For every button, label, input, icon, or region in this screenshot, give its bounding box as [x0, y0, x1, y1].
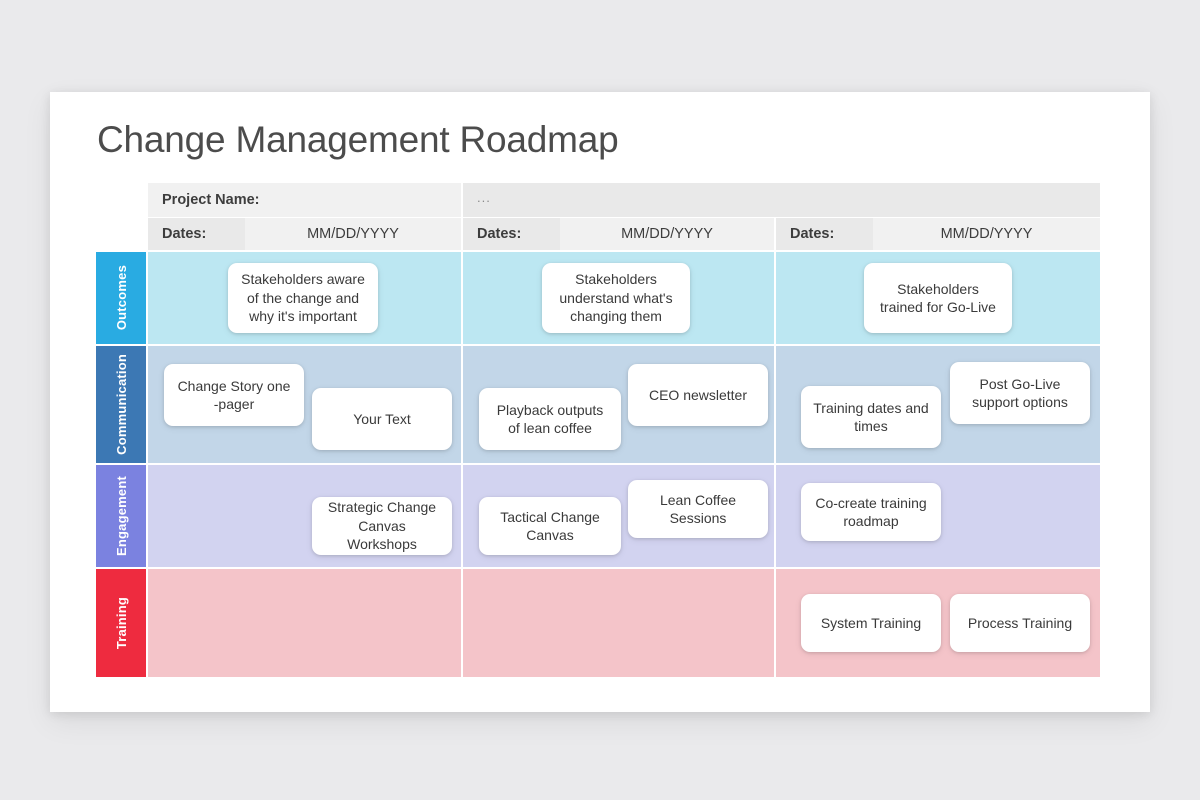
phase-1-cell: [148, 569, 461, 677]
slide-canvas: Change Management Roadmap Project Name: …: [50, 92, 1150, 712]
phase-2-cell: Stakeholders understand what's changing …: [463, 252, 774, 344]
phase-1-dates-value[interactable]: MM/DD/YYYY: [245, 218, 461, 250]
column-divider: [774, 569, 776, 677]
phase-2-cell: Playback outputs of lean coffee CEO news…: [463, 346, 774, 463]
swimlane-label-text: Training: [113, 596, 129, 650]
swimlane-label-text: Outcomes: [113, 265, 129, 331]
roadmap-card[interactable]: Change Story one -pager: [164, 364, 304, 426]
phase-3-dates-group: Dates: MM/DD/YYYY: [776, 218, 1100, 250]
phase-1-dates-group: Dates: MM/DD/YYYY: [148, 218, 461, 250]
column-divider: [461, 569, 463, 677]
roadmap-card[interactable]: Training dates and times: [801, 386, 941, 448]
swimlane-row-engagement: Engagement Strategic Change Canvas Works…: [96, 465, 1100, 567]
phase-1-cell: Stakeholders aware of the change and why…: [148, 252, 461, 344]
swimlane-row-communication: Communication Change Story one -pager Yo…: [96, 346, 1100, 463]
column-divider: [774, 252, 776, 344]
swimlane-row-outcomes: Outcomes Stakeholders aware of the chang…: [96, 252, 1100, 344]
column-divider: [774, 346, 776, 463]
swimlane-track-engagement: Strategic Change Canvas Workshops Tactic…: [148, 465, 1100, 567]
roadmap-card[interactable]: Post Go-Live support options: [950, 362, 1090, 424]
header-divider: [774, 218, 776, 250]
phase-2-cell: Tactical Change Canvas Lean Coffee Sessi…: [463, 465, 774, 567]
roadmap-card[interactable]: CEO newsletter: [628, 364, 768, 426]
phase-2-dates-label: Dates:: [463, 218, 560, 250]
roadmap-card[interactable]: Process Training: [950, 594, 1090, 652]
roadmap-card[interactable]: Stakeholders trained for Go-Live: [864, 263, 1012, 333]
roadmap-card[interactable]: Playback outputs of lean coffee: [479, 388, 621, 450]
phase-3-cell: Training dates and times Post Go-Live su…: [776, 346, 1100, 463]
phase-3-dates-label: Dates:: [776, 218, 873, 250]
roadmap-card[interactable]: Your Text: [312, 388, 452, 450]
column-divider: [774, 465, 776, 567]
phase-1-cell: Change Story one -pager Your Text: [148, 346, 461, 463]
roadmap-card[interactable]: Tactical Change Canvas: [479, 497, 621, 555]
swimlane-label-training: Training: [96, 569, 146, 677]
roadmap-card[interactable]: Strategic Change Canvas Workshops: [312, 497, 452, 555]
roadmap-card[interactable]: Co-create training roadmap: [801, 483, 941, 541]
roadmap-table: Project Name: ... Dates: MM/DD/YYYY Date…: [96, 183, 1100, 677]
swimlane-track-outcomes: Stakeholders aware of the change and why…: [148, 252, 1100, 344]
phase-3-dates-value[interactable]: MM/DD/YYYY: [873, 218, 1100, 250]
roadmap-card[interactable]: Stakeholders understand what's changing …: [542, 263, 690, 333]
roadmap-card[interactable]: Lean Coffee Sessions: [628, 480, 768, 538]
phase-2-cell: [463, 569, 774, 677]
swimlane-track-communication: Change Story one -pager Your Text Playba…: [148, 346, 1100, 463]
project-name-header-row: Project Name: ...: [148, 183, 1100, 217]
swimlane-label-text: Communication: [113, 354, 129, 455]
swimlane-label-engagement: Engagement: [96, 465, 146, 567]
swimlane-track-training: System Training Process Training: [148, 569, 1100, 677]
phase-3-cell: System Training Process Training: [776, 569, 1100, 677]
swimlane-label-text: Engagement: [113, 475, 129, 556]
roadmap-card[interactable]: System Training: [801, 594, 941, 652]
header-divider: [461, 218, 463, 250]
phase-2-dates-value[interactable]: MM/DD/YYYY: [560, 218, 774, 250]
project-name-value[interactable]: ...: [463, 183, 1100, 217]
phase-1-dates-label: Dates:: [148, 218, 245, 250]
swimlane-label-communication: Communication: [96, 346, 146, 463]
swimlane-row-training: Training System Training Process Trainin…: [96, 569, 1100, 677]
project-name-label: Project Name:: [148, 183, 461, 217]
column-divider: [461, 252, 463, 344]
dates-header-row: Dates: MM/DD/YYYY Dates: MM/DD/YYYY Date…: [148, 218, 1100, 250]
roadmap-card[interactable]: Stakeholders aware of the change and why…: [228, 263, 378, 333]
phase-3-cell: Co-create training roadmap: [776, 465, 1100, 567]
phase-2-dates-group: Dates: MM/DD/YYYY: [463, 218, 774, 250]
column-divider: [461, 346, 463, 463]
header-divider: [461, 183, 463, 217]
swimlane-label-outcomes: Outcomes: [96, 252, 146, 344]
phase-1-cell: Strategic Change Canvas Workshops: [148, 465, 461, 567]
page-title: Change Management Roadmap: [97, 119, 619, 160]
column-divider: [461, 465, 463, 567]
phase-3-cell: Stakeholders trained for Go-Live: [776, 252, 1100, 344]
